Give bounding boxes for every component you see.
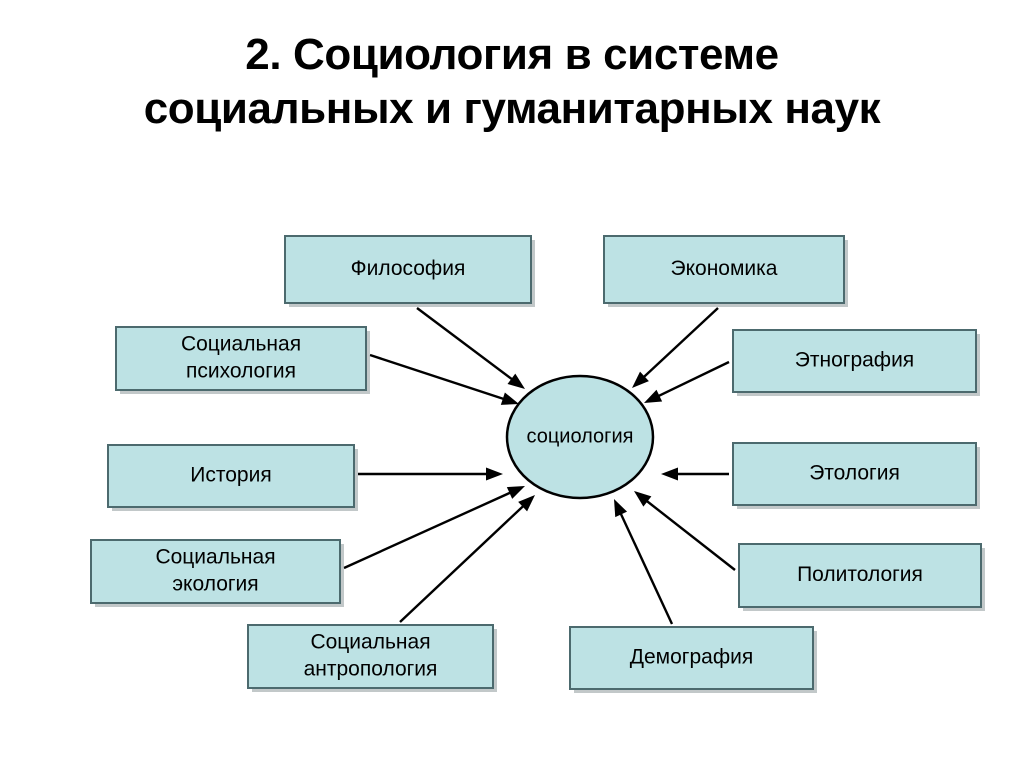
- arrow-social-psychology-to-sociology: [369, 353, 519, 405]
- node-box: [732, 329, 977, 393]
- node-label: экология: [172, 573, 258, 596]
- node-box: [247, 624, 494, 689]
- node-label: Философия: [351, 257, 466, 280]
- node-label: История: [190, 464, 271, 487]
- node-ethology[interactable]: Этология: [732, 442, 980, 509]
- node-box: [603, 235, 845, 304]
- center-node-layer: социология: [505, 374, 655, 500]
- center-ellipse: [505, 374, 655, 500]
- node-label: Социальная: [155, 546, 275, 569]
- node-label: психология: [186, 360, 296, 383]
- page-title: 2. Социология в системе социальных и гум…: [143, 30, 881, 133]
- arrow-philosophy-to-sociology: [416, 307, 525, 389]
- node-box: [569, 626, 814, 690]
- node-social-anthropology[interactable]: Социальная антропология: [247, 624, 497, 692]
- node-economics[interactable]: Экономика: [603, 235, 848, 307]
- node-political-science[interactable]: Политология: [738, 543, 985, 611]
- arrow-demography-to-sociology: [614, 499, 674, 625]
- node-label: Социальная: [310, 631, 430, 654]
- arrow-economics-to-sociology: [632, 307, 719, 388]
- arrow-ethnography-to-sociology: [644, 360, 730, 403]
- arrow-ethology-to-sociology: [661, 467, 729, 481]
- node-label: Экономика: [671, 257, 778, 280]
- node-philosophy[interactable]: Философия: [284, 235, 535, 307]
- node-box: [90, 539, 341, 604]
- node-box: [115, 326, 367, 391]
- node-history[interactable]: История: [107, 444, 358, 511]
- node-social-ecology[interactable]: Социальная экология: [90, 539, 344, 607]
- node-label: Демография: [630, 646, 753, 669]
- node-box: [284, 235, 532, 304]
- node-label: Политология: [797, 563, 923, 586]
- center-label: социология: [527, 425, 634, 447]
- arrow-social-anthropology-to-sociology: [399, 495, 535, 623]
- arrow-social-ecology-to-sociology: [343, 486, 525, 570]
- node-ethnography[interactable]: Этнография: [732, 329, 980, 396]
- arrow-layer: [343, 307, 736, 625]
- node-sociology[interactable]: социология: [505, 374, 655, 500]
- node-box: [732, 442, 977, 506]
- node-label: антропология: [304, 658, 438, 681]
- node-label: Социальная: [181, 333, 301, 356]
- node-demography[interactable]: Демография: [569, 626, 817, 693]
- node-label: Этнография: [795, 349, 914, 372]
- node-box: [738, 543, 982, 608]
- node-label: Этология: [809, 462, 900, 485]
- arrow-history-to-sociology: [358, 467, 503, 481]
- node-social-psychology[interactable]: Социальная психология: [115, 326, 370, 394]
- node-box: [107, 444, 355, 508]
- arrow-political-science-to-sociology: [634, 491, 736, 571]
